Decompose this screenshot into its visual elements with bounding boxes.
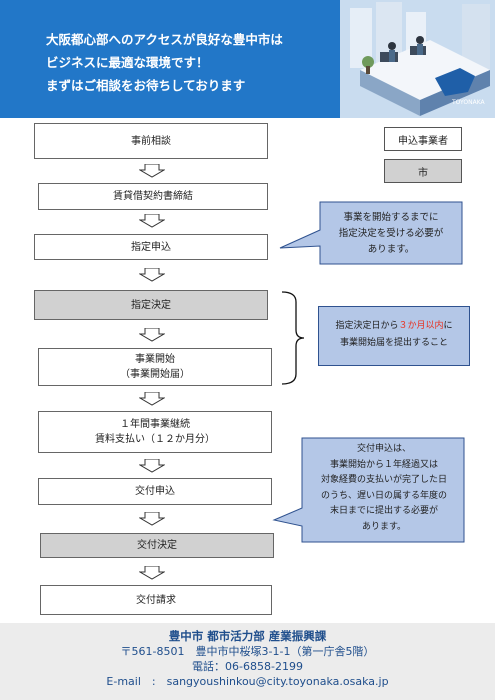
step-label: 交付申込 xyxy=(135,486,175,497)
step-label: 事前相談 xyxy=(131,135,171,147)
step-lease-contract: 賃貸借契約書締結 xyxy=(38,183,268,210)
callout-bubble-grant xyxy=(272,437,465,543)
down-arrow-icon xyxy=(139,164,165,178)
step-designation-decision: 指定決定 xyxy=(34,290,268,320)
callout-bubble-designation xyxy=(279,201,463,265)
step-sublabel: （事業開始届） xyxy=(120,369,190,380)
step-pre-consultation: 事前相談 xyxy=(34,123,268,159)
callout-text-part: に xyxy=(443,321,453,331)
callout-text-designation: 事業を開始するまでに 指定決定を受ける必要が あります。 xyxy=(320,210,462,258)
down-arrow-icon xyxy=(139,512,165,526)
callout-line: あります。 xyxy=(367,244,415,255)
step-business-start: 事業開始 （事業開始届） xyxy=(38,348,272,386)
step-label: 事業開始 xyxy=(135,354,175,365)
step-label: 指定申込 xyxy=(131,241,171,253)
step-label: 賃貸借契約書締結 xyxy=(113,191,193,202)
callout-line: 事業を開始するまでに xyxy=(343,212,439,223)
callout-text-part: 指定決定日から xyxy=(335,321,399,331)
callout-line: 対象経費の支払いが完了した日 xyxy=(320,475,447,485)
header-line-2: ビジネスに最適な環境です！ xyxy=(46,55,209,70)
step-label: 交付決定 xyxy=(137,540,177,551)
header-line-3: まずはご相談をお待ちしております xyxy=(46,78,246,93)
down-arrow-icon xyxy=(139,268,165,282)
deadline-highlight: ３か月以内 xyxy=(398,321,444,331)
step-label: 交付請求 xyxy=(136,594,176,606)
step-sublabel: 賃料支払い（１２か月分） xyxy=(95,434,215,445)
step-grant-decision: 交付決定 xyxy=(40,533,274,558)
step-label: 指定決定 xyxy=(131,299,171,311)
postal-address: 〒561-8501 豊中市中桜塚3-1-1（第一庁舎5階） xyxy=(120,645,375,658)
step-designation-application: 指定申込 xyxy=(34,234,268,260)
callout-text-grant: 交付申込は、 事業開始から１年経過又は 対象経費の支払いが完了した日 のうち、遅… xyxy=(302,442,466,535)
callout-box-business-start xyxy=(318,306,470,366)
office-illustration: TOYONAKA xyxy=(340,0,495,118)
callout-line: 指定決定を受ける必要が xyxy=(338,228,444,239)
callout-line: あります。 xyxy=(361,521,407,532)
step-grant-application: 交付申込 xyxy=(38,478,272,505)
callout-line: 交付申込は、 xyxy=(356,444,411,454)
department-name: 豊中市 都市活力部 産業振興課 xyxy=(168,629,327,643)
header-message: 大阪都心部へのアクセスが良好な豊中市は ビジネスに最適な環境です！ まずはご相談… xyxy=(46,28,336,97)
callout-line: 末日までに提出する必要が xyxy=(329,506,438,516)
bracket-connector xyxy=(281,291,305,385)
down-arrow-icon xyxy=(139,459,165,473)
illustration-label: TOYONAKA xyxy=(451,99,486,106)
contact-footer: 豊中市 都市活力部 産業振興課 〒561-8501 豊中市中桜塚3-1-1（第一… xyxy=(0,623,495,700)
callout-line: のうち、遅い日の属する年度の xyxy=(320,490,447,501)
step-grant-claim: 交付請求 xyxy=(40,585,272,615)
header-banner: 大阪都心部へのアクセスが良好な豊中市は ビジネスに最適な環境です！ まずはご相談… xyxy=(0,0,495,118)
header-line-1: 大阪都心部へのアクセスが良好な豊中市は xyxy=(46,32,283,47)
down-arrow-icon xyxy=(139,392,165,406)
callout-line: 事業開始届を提出すること xyxy=(339,338,448,348)
legend-city: 市 xyxy=(384,159,462,183)
down-arrow-icon xyxy=(139,566,165,580)
step-label: １年間事業継続 xyxy=(120,419,190,430)
down-arrow-icon xyxy=(139,214,165,228)
step-one-year-operation: １年間事業継続 賃料支払い（１２か月分） xyxy=(38,411,272,453)
down-arrow-icon xyxy=(139,328,165,342)
callout-text-business-start: 指定決定日から３か月以内に 事業開始届を提出すること xyxy=(318,318,470,352)
email-address[interactable]: E-mail : sangyoushinkou@city.toyonaka.os… xyxy=(106,675,389,688)
legend-applicant: 申込事業者 xyxy=(384,127,462,151)
callout-line: 事業開始から１年経過又は xyxy=(329,459,438,470)
phone-number: 電話：06-6858-2199 xyxy=(192,660,303,673)
